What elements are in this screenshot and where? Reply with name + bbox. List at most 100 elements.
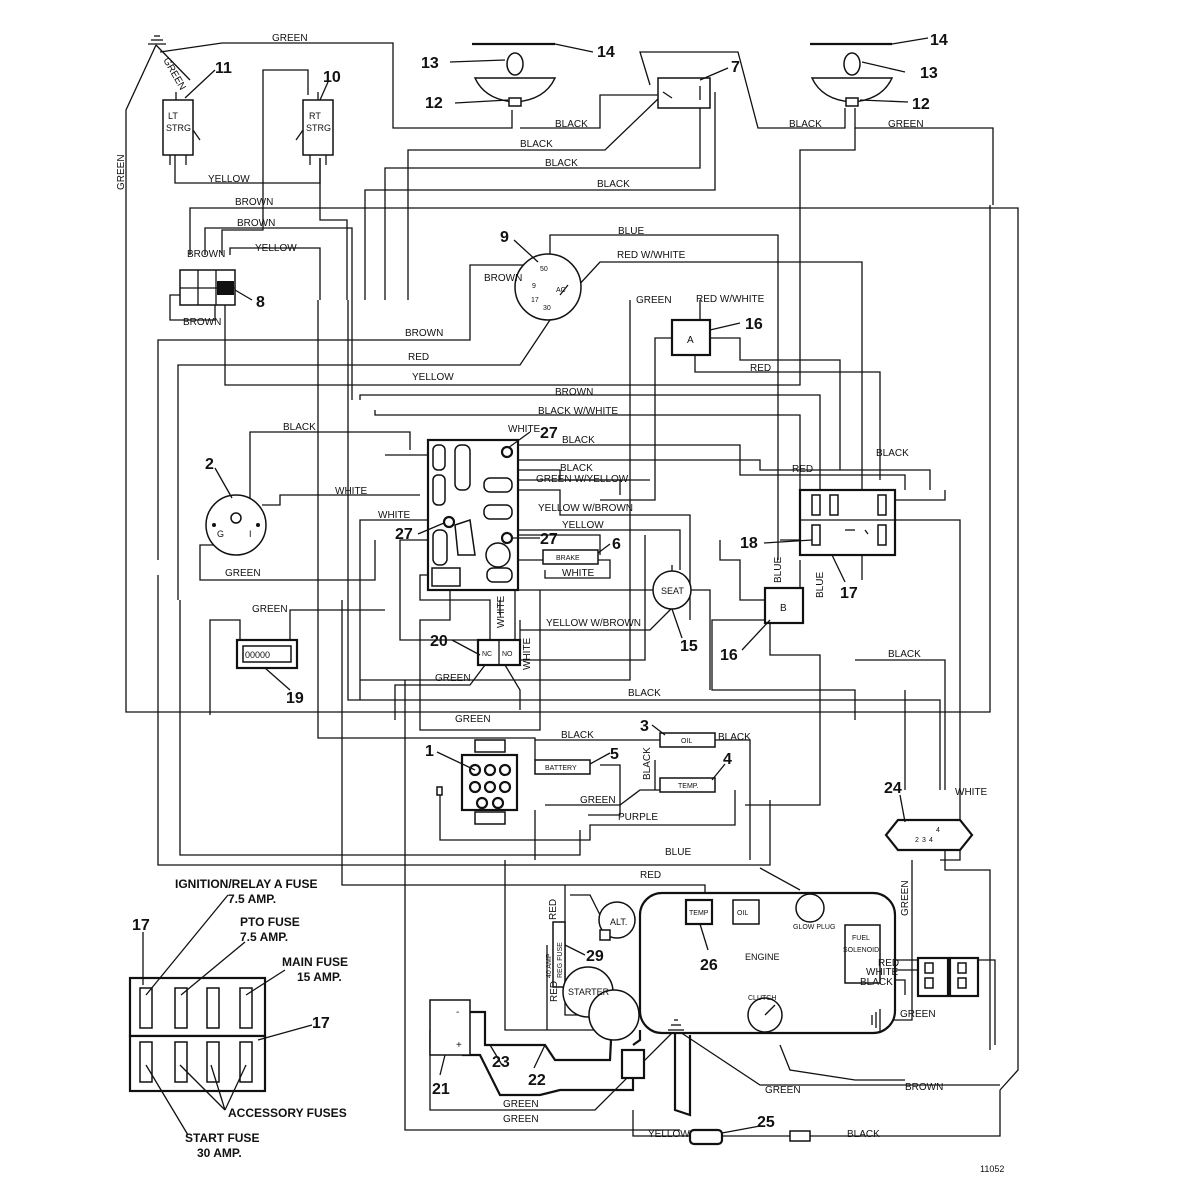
ground-symbol-top — [148, 35, 166, 45]
svg-text:BLACK W/WHITE: BLACK W/WHITE — [538, 406, 618, 417]
svg-text:AC: AC — [556, 287, 566, 294]
svg-text:BROWN: BROWN — [555, 387, 593, 398]
callout-27c: 27 — [540, 531, 558, 548]
svg-text:BROWN: BROWN — [905, 1082, 943, 1093]
svg-text:SEAT: SEAT — [661, 586, 684, 596]
chassis-ground — [668, 1019, 684, 1031]
headlight-left — [472, 42, 557, 107]
svg-text:BLACK: BLACK — [283, 422, 316, 433]
svg-text:BRAKE: BRAKE — [556, 555, 580, 562]
svg-text:RED: RED — [878, 958, 899, 969]
fuel-solenoid: FUEL SOLENOID — [843, 924, 881, 984]
callout-8: 8 — [256, 294, 265, 311]
svg-text:BROWN: BROWN — [237, 218, 275, 229]
callout-20: 20 — [430, 633, 448, 650]
svg-text:GREEN: GREEN — [272, 33, 308, 44]
fuse-label-accessory: ACCESSORY FUSES — [228, 1106, 347, 1120]
svg-text:7.5 AMP.: 7.5 AMP. — [228, 892, 276, 906]
svg-text:YELLOW: YELLOW — [412, 372, 454, 383]
callout-29: 29 — [586, 948, 604, 965]
svg-text:GREEN: GREEN — [116, 154, 127, 190]
svg-text:GREEN: GREEN — [900, 880, 911, 916]
svg-text:BLACK: BLACK — [876, 448, 909, 459]
callout-10: 10 — [323, 69, 341, 86]
wire-labels: GREEN GREEN GREEN YELLOW BLACK BLACK BLA… — [116, 33, 988, 1140]
hour-meter: 00000 — [235, 638, 299, 670]
svg-text:BLACK: BLACK — [560, 463, 593, 474]
left-steering-switch: LT STRG — [162, 92, 201, 165]
svg-text:BLACK: BLACK — [789, 119, 822, 130]
svg-text:OIL: OIL — [681, 738, 692, 745]
fuse-labels: IGNITION/RELAY A FUSE 7.5 AMP. PTO FUSE … — [175, 877, 348, 1160]
svg-text:+: + — [456, 1040, 462, 1051]
svg-text:TEMP: TEMP — [689, 910, 709, 917]
svg-text:NO: NO — [502, 651, 513, 658]
svg-text:NC: NC — [482, 651, 492, 658]
svg-text:GREEN: GREEN — [900, 1009, 936, 1020]
svg-text:BLACK: BLACK — [561, 730, 594, 741]
ignition-key-switch: 50 9 17 30 AC — [514, 253, 582, 321]
callout-17-fuse-top: 17 — [132, 917, 150, 934]
svg-text:FUEL: FUEL — [852, 935, 870, 942]
light-switch — [657, 77, 711, 109]
fuse-label-main: MAIN FUSE — [282, 955, 348, 969]
engine-block: ENGINE — [638, 891, 897, 1035]
svg-text:YELLOW: YELLOW — [648, 1129, 690, 1140]
svg-text:ALT.: ALT. — [610, 917, 627, 927]
svg-text:40 AMP: 40 AMP — [546, 953, 553, 978]
callout-9: 9 — [500, 229, 509, 246]
svg-text:GREEN: GREEN — [580, 795, 616, 806]
svg-text:7.5 AMP.: 7.5 AMP. — [240, 930, 288, 944]
diagram-id: 11052 — [980, 1164, 1004, 1174]
battery: - + — [429, 999, 471, 1056]
callout-27a: 27 — [540, 425, 558, 442]
callout-25: 25 — [757, 1114, 775, 1131]
svg-text:BLACK: BLACK — [545, 158, 578, 169]
svg-text:BLUE: BLUE — [815, 572, 826, 598]
callout-26: 26 — [700, 957, 718, 974]
svg-text:BLACK: BLACK — [847, 1129, 880, 1140]
svg-text:GREEN: GREEN — [435, 673, 471, 684]
svg-text:15 AMP.: 15 AMP. — [297, 970, 342, 984]
svg-text:STARTER: STARTER — [568, 987, 610, 997]
svg-text:RED: RED — [549, 981, 560, 1002]
fuse-label-ignition: IGNITION/RELAY A FUSE — [175, 877, 317, 891]
svg-text:YELLOW W/BROWN: YELLOW W/BROWN — [538, 503, 633, 514]
svg-text:YELLOW: YELLOW — [562, 520, 604, 531]
callout-27b: 27 — [395, 526, 413, 543]
svg-text:RT: RT — [309, 111, 321, 121]
callout-1: 1 — [425, 743, 434, 760]
callout-24: 24 — [884, 780, 902, 797]
svg-text:4: 4 — [929, 837, 933, 844]
callout-4: 4 — [723, 751, 732, 768]
svg-text:BLACK: BLACK — [555, 119, 588, 130]
pto-clutch: CLUTCH — [747, 995, 783, 1033]
svg-text:REG FUSE: REG FUSE — [557, 942, 564, 978]
svg-text:GREEN: GREEN — [765, 1085, 801, 1096]
svg-text:YELLOW W/BROWN: YELLOW W/BROWN — [546, 618, 641, 629]
callout-3: 3 — [640, 718, 649, 735]
callout-2: 2 — [205, 456, 214, 473]
relay-b: B — [763, 586, 805, 625]
svg-text:PURPLE: PURPLE — [618, 812, 658, 823]
fuse-label-pto: PTO FUSE — [240, 915, 300, 929]
svg-text:GLOW PLUG: GLOW PLUG — [793, 924, 835, 931]
central-connector-block — [426, 438, 520, 592]
battery-light: BATTERY — [534, 759, 591, 775]
svg-text:BROWN: BROWN — [405, 328, 443, 339]
callout-18: 18 — [740, 535, 758, 552]
svg-text:BLUE: BLUE — [618, 226, 644, 237]
callout-leaders — [142, 37, 929, 1136]
svg-text:GREEN: GREEN — [888, 119, 924, 130]
svg-text:WHITE: WHITE — [562, 568, 595, 579]
svg-text:GREEN W/YELLOW: GREEN W/YELLOW — [536, 474, 629, 485]
seat-switch: SEAT — [652, 565, 692, 610]
svg-text:WHITE: WHITE — [866, 967, 899, 978]
svg-text:BLUE: BLUE — [773, 557, 784, 583]
svg-text:RED: RED — [408, 352, 429, 363]
starter-motor: STARTER — [562, 966, 640, 1041]
callout-13b: 13 — [920, 65, 938, 82]
svg-text:BLACK: BLACK — [642, 747, 653, 780]
fuse-label-start: START FUSE — [185, 1131, 259, 1145]
svg-text:2: 2 — [915, 837, 919, 844]
